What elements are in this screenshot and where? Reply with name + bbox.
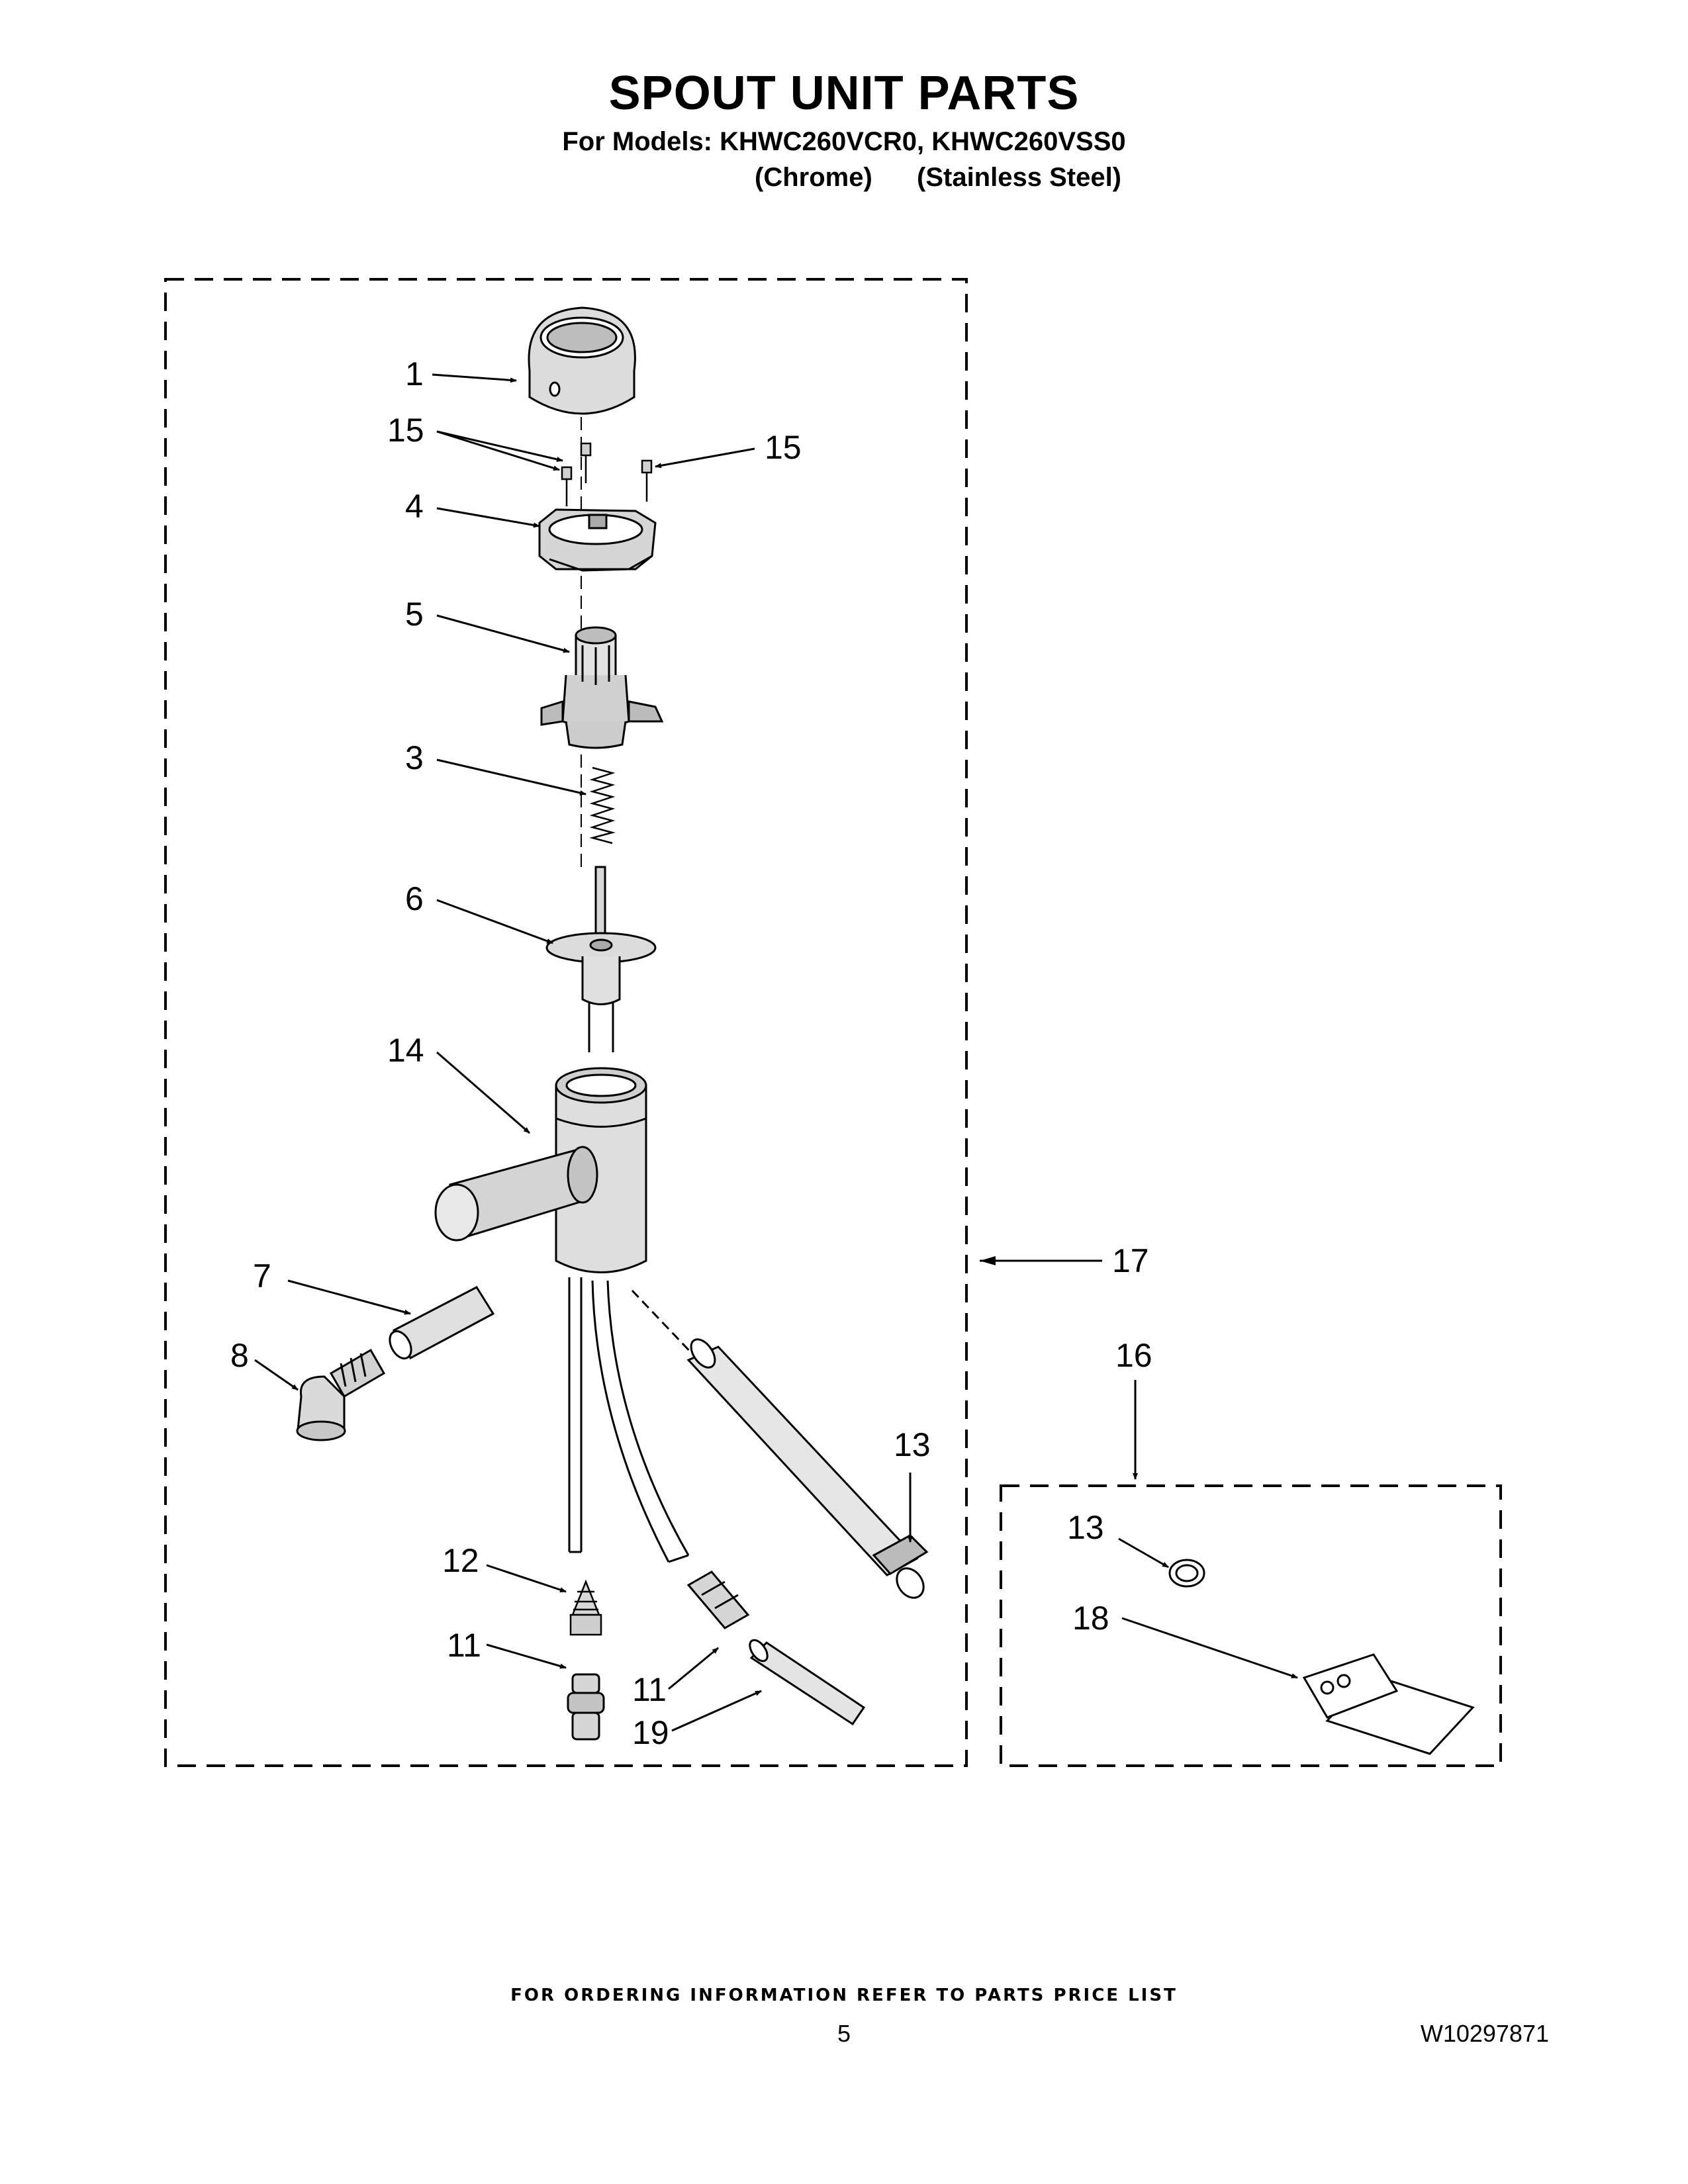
part-11-fitting-left [567,1673,605,1741]
callout-5: 5 [405,596,424,633]
ordering-note: FOR ORDERING INFORMATION REFER TO PARTS … [510,1985,1178,2005]
part-13-clamp-kit [1168,1559,1205,1588]
finish-chrome: (Chrome) [755,163,872,192]
part-3-spring [589,766,616,844]
page-number: 5 [837,2020,851,2047]
group-box-17 [164,278,968,1767]
part-5-valve [540,626,664,749]
callout-16: 16 [1115,1337,1152,1374]
part-4-bracket [538,508,657,572]
leader-5 [436,614,570,653]
callout-13-kit: 13 [1067,1509,1104,1546]
leader-3 [436,758,586,796]
finish-stainless: (Stainless Steel) [917,163,1122,192]
leader-7 [287,1279,411,1315]
part-12-strainer [569,1579,602,1636]
part-15-screws [561,442,653,506]
callout-1: 1 [405,355,424,392]
callout-4: 4 [405,488,424,525]
callout-15-left: 15 [387,412,424,449]
part-18-instruction-sheet [1302,1653,1475,1755]
callout-6: 6 [405,880,424,917]
callout-11-left: 11 [447,1627,481,1664]
part-19-tube [749,1639,866,1726]
callout-3: 3 [405,739,424,776]
leader-18 [1121,1617,1298,1679]
leader-19 [671,1690,762,1732]
callout-15-right: 15 [765,429,802,466]
part-13-drain-tube [686,1338,929,1599]
part-6-stem [545,866,657,1052]
callout-19: 19 [632,1714,669,1751]
part-7-tube [389,1286,495,1360]
callout-12: 12 [442,1542,479,1579]
supply-tubes [568,1277,696,1563]
callout-11-middle: 11 [632,1671,667,1708]
part-1-cap [528,306,636,415]
document-number: W10297871 [1420,2020,1549,2047]
part-11-fitting-middle [686,1570,750,1629]
callout-14: 14 [387,1032,424,1069]
callout-7: 7 [253,1257,271,1295]
leader-1 [432,373,517,383]
callout-8: 8 [230,1337,249,1374]
leader-13-kit [1118,1537,1169,1569]
models-line: For Models: KHWC260VCR0, KHWC260VSS0 [562,127,1126,156]
leader-8 [254,1359,299,1391]
leader-4 [436,507,540,528]
group-box-16 [1000,1484,1502,1767]
part-8-elbow [296,1348,386,1441]
part-14-spout-body [434,1067,647,1273]
callout-17: 17 [1112,1242,1149,1279]
page-title: SPOUT UNIT PARTS [608,67,1080,120]
leader-11b [668,1647,719,1690]
leader-11a [486,1643,567,1669]
leader-15c [655,447,755,469]
leader-6 [436,899,553,944]
leader-15a [436,430,563,462]
callout-13-tube: 13 [894,1426,931,1463]
leader-14 [436,1051,530,1134]
leader-15b [436,430,560,471]
leader-12 [486,1564,567,1593]
callout-18: 18 [1072,1600,1109,1637]
